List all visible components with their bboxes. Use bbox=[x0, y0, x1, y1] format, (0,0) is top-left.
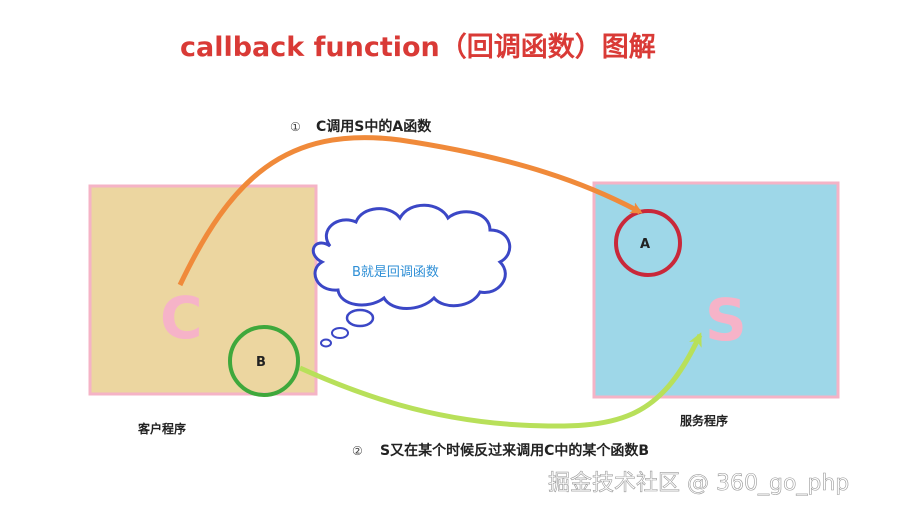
step1-label: C调用S中的A函数 bbox=[316, 118, 432, 135]
server-caption: 服务程序 bbox=[680, 413, 728, 428]
client-box bbox=[88, 184, 318, 396]
step1-number: ① bbox=[290, 120, 301, 134]
server-box bbox=[592, 181, 840, 399]
function-a-label: A bbox=[640, 237, 650, 252]
function-b-circle bbox=[228, 325, 300, 397]
function-b-label: B bbox=[256, 355, 266, 370]
cloud-bubble-small bbox=[320, 338, 332, 348]
function-a-circle bbox=[614, 209, 682, 277]
step2-number: ② bbox=[352, 444, 363, 458]
watermark: 掘金技术社区 @ 360_go_php bbox=[548, 471, 849, 496]
call-arrow bbox=[177, 135, 643, 287]
client-caption: 客户程序 bbox=[137, 421, 186, 436]
diagram-title: callback function（回调函数）图解 bbox=[180, 32, 656, 63]
server-letter: S bbox=[705, 286, 747, 354]
cloud-text: B就是回调函数 bbox=[352, 265, 439, 280]
client-letter: C bbox=[160, 284, 203, 352]
callback-arrow bbox=[298, 332, 703, 429]
thought-cloud: B就是回调函数 bbox=[311, 203, 512, 348]
step2-label: S又在某个时候反过来调用C中的某个函数B bbox=[380, 442, 649, 459]
cloud-shape bbox=[311, 203, 512, 310]
cloud-bubble-medium bbox=[331, 327, 349, 339]
cloud-bubble-large bbox=[345, 308, 375, 328]
